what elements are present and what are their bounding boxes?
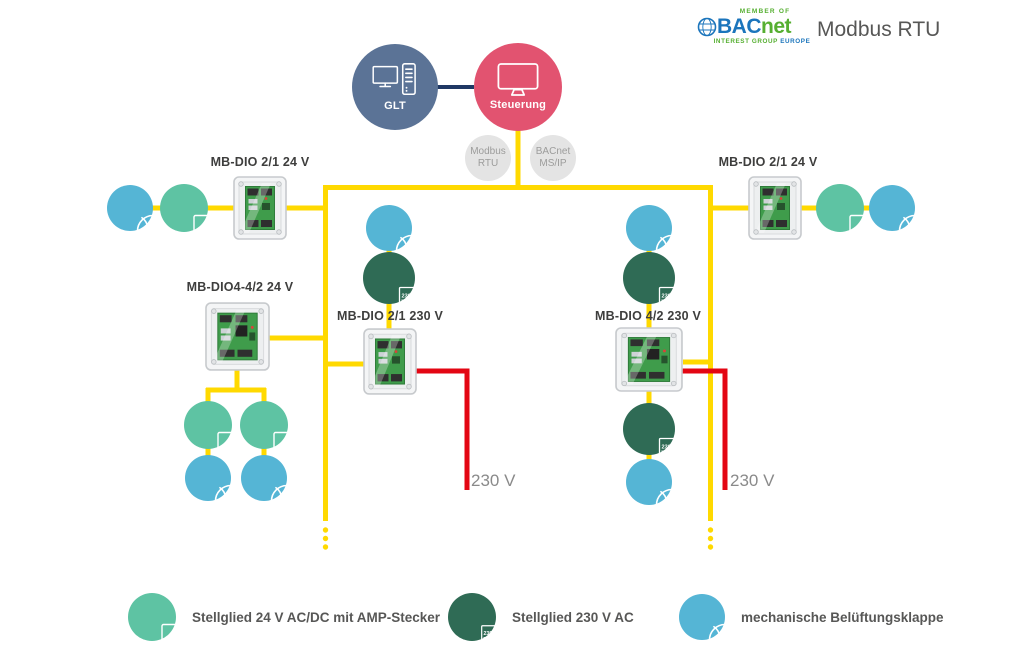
actuator-230v-node-rightmid-bottom <box>623 403 675 455</box>
actuator-230v-node-mid <box>363 252 415 304</box>
enclosure-icon <box>205 302 270 371</box>
bacnet-badge-line1: BACnet <box>535 145 571 157</box>
device-label-right-230v: MB-DIO 4/2 230 V <box>594 309 702 323</box>
actuator-230v-icon <box>623 252 675 304</box>
modbus-rtu-badge: Modbus RTU <box>465 135 511 181</box>
steuerung-label: Steuerung <box>489 99 547 111</box>
legend-item-actuator-24v: Stellglied 24 V AC/DC mit AMP-Stecker <box>128 593 440 641</box>
power-230v-wires <box>412 368 728 490</box>
enclosure-icon <box>233 176 287 240</box>
fan-node-dio4-b <box>241 455 287 501</box>
actuator-230v-icon <box>623 403 675 455</box>
fan-icon <box>366 205 412 251</box>
logo-europe-text: EUROPE <box>780 38 811 45</box>
actuator-230v-icon <box>448 593 496 641</box>
fan-icon <box>869 185 915 231</box>
logo-bacnet-wordmark: BACnet <box>717 15 792 38</box>
bacnet-logo: MEMBER OF BACnet INTEREST GROUP EUROPE <box>697 8 815 45</box>
fan-icon <box>626 459 672 505</box>
legend-actuator-24v-swatch <box>128 593 176 641</box>
actuator-24v-icon <box>184 401 232 449</box>
device-box-left-24v <box>233 176 287 240</box>
actuator-230v-icon <box>363 252 415 304</box>
rightmid-power-wire <box>678 368 728 490</box>
legend-actuator-230v-swatch <box>448 593 496 641</box>
glt-label: GLT <box>384 99 406 112</box>
fan-node-rightmid-bottom <box>626 459 672 505</box>
monitor-icon <box>497 63 539 96</box>
modbus-rtu-title: Modbus RTU <box>817 18 941 41</box>
device-box-dio4-24v <box>205 302 270 371</box>
main-bus-wire <box>323 185 713 521</box>
device-box-mid-230v <box>363 328 417 395</box>
actuator-24v-icon <box>128 593 176 641</box>
device-box-right-24v <box>748 176 802 240</box>
actuator-24v-icon <box>816 184 864 232</box>
actuator-230v-node-rightmid-top <box>623 252 675 304</box>
mid-power-wire <box>412 368 470 490</box>
fan-node-right <box>869 185 915 231</box>
actuator-24v-node-left <box>160 184 208 232</box>
bacnet-badge-line2: MS/IP <box>539 158 567 169</box>
logo-member-of-text: MEMBER OF <box>739 8 791 15</box>
fan-node-rightmid-top <box>626 205 672 251</box>
logo-net-text: net <box>761 15 792 38</box>
bacnet-msip-badge: BACnet MS/IP <box>530 135 576 181</box>
legend-item-fan: mechanische Belüftungsklappe <box>679 594 944 640</box>
fan-icon <box>241 455 287 501</box>
enclosure-icon <box>363 328 417 395</box>
legend-label-actuator-230v: Stellglied 230 V AC <box>512 609 634 625</box>
actuator-24v-node-dio4-a <box>184 401 232 449</box>
fan-node-left <box>107 185 153 231</box>
logo-interest-group-line: INTEREST GROUP EUROPE <box>709 38 815 45</box>
device-label-left-24v: MB-DIO 2/1 24 V <box>210 155 310 169</box>
logo-bac-text: BAC <box>717 15 762 38</box>
device-box-right-230v <box>615 327 683 392</box>
fan-icon <box>185 455 231 501</box>
glt-node: GLT <box>352 44 438 130</box>
logo-row: BACnet <box>697 16 815 37</box>
enclosure-icon <box>748 176 802 240</box>
device-label-mid-230v: MB-DIO 2/1 230 V <box>336 309 444 323</box>
computer-workstation-icon <box>372 63 418 97</box>
actuator-24v-node-dio4-b <box>240 401 288 449</box>
dio4-output-wires <box>205 370 267 478</box>
voltage-label-right: 230 V <box>730 471 775 490</box>
enclosure-icon <box>615 327 683 392</box>
fan-icon <box>679 594 725 640</box>
bus-continuation-dots <box>322 527 714 550</box>
fan-icon <box>107 185 153 231</box>
bacnet-globe-icon <box>697 17 717 37</box>
legend-item-actuator-230v: Stellglied 230 V AC <box>448 593 634 641</box>
logo-interest-group-text: INTEREST GROUP <box>713 38 778 45</box>
device-label-dio4-24v: MB-DIO4-4/2 24 V <box>186 280 294 294</box>
actuator-24v-icon <box>240 401 288 449</box>
fan-node-mid <box>366 205 412 251</box>
fan-icon <box>626 205 672 251</box>
actuator-24v-node-right <box>816 184 864 232</box>
modbus-badge-line1: Modbus <box>470 145 506 157</box>
actuator-24v-icon <box>160 184 208 232</box>
modbus-badge-line2: RTU <box>477 158 499 169</box>
device-label-right-24v: MB-DIO 2/1 24 V <box>718 155 818 169</box>
legend-label-fan: mechanische Belüftungsklappe <box>741 609 944 625</box>
voltage-label-mid: 230 V <box>471 471 516 490</box>
legend-label-actuator-24v: Stellglied 24 V AC/DC mit AMP-Stecker <box>192 609 441 625</box>
legend-fan-swatch <box>679 594 725 640</box>
fan-node-dio4-a <box>185 455 231 501</box>
steuerung-node: Steuerung <box>474 43 562 131</box>
